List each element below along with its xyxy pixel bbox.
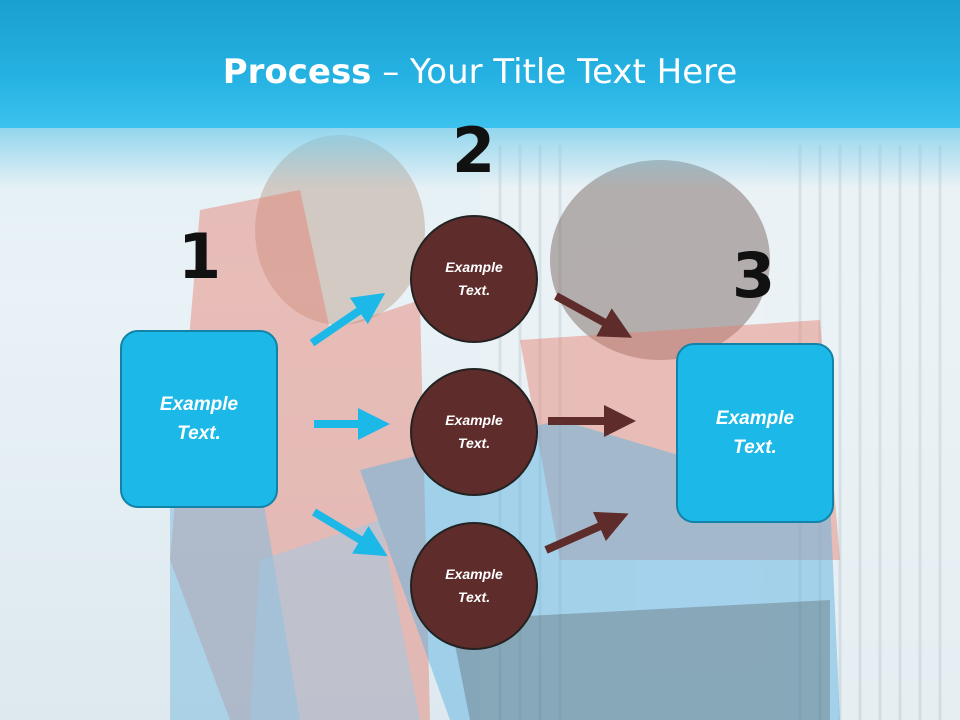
circle-bottom[interactable]: Example Text. (410, 522, 538, 650)
right-text-box[interactable]: Example Text. (676, 343, 834, 523)
circle-top-line1: Example (445, 259, 503, 275)
title-bar (0, 0, 960, 128)
step-number-2: 2 (452, 114, 496, 187)
circle-top-line2: Text. (457, 282, 491, 298)
title-rest: – Your Title Text Here (371, 52, 738, 92)
circle-middle-line1: Example (445, 412, 503, 428)
circle-top[interactable]: Example Text. (410, 215, 538, 343)
arrow-left-up (309, 292, 386, 347)
arrow-right-down (554, 292, 633, 338)
slide-title: Process – Your Title Text Here (0, 52, 960, 92)
step-number-1: 1 (178, 220, 222, 293)
title-bold: Process (222, 52, 372, 92)
left-box-line2: Text. (177, 423, 221, 444)
right-box-line2: Text. (733, 437, 777, 458)
title-bar-fade (0, 128, 960, 188)
circle-bottom-line1: Example (445, 566, 503, 582)
left-box-line1: Example (159, 394, 239, 415)
circle-bottom-line2: Text. (457, 589, 491, 605)
right-box-line1: Example (715, 408, 795, 429)
left-text-box[interactable]: Example Text. (120, 330, 278, 508)
circle-middle[interactable]: Example Text. (410, 368, 538, 496)
circle-middle-line2: Text. (457, 435, 491, 451)
arrow-left-down (311, 508, 388, 557)
arrow-right-up (544, 511, 629, 554)
step-number-3: 3 (732, 239, 776, 312)
